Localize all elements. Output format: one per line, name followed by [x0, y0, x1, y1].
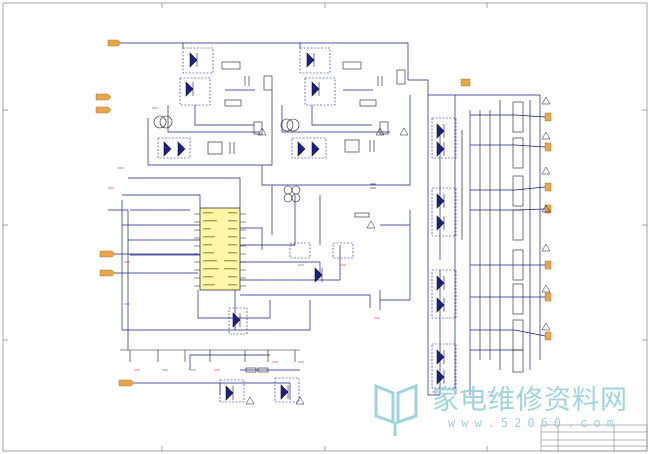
- net-connectors: [95, 39, 552, 387]
- watermark-text: 家电维修资料网: [432, 385, 628, 416]
- title-block: [540, 424, 648, 452]
- watermark-url: www.52060.com: [448, 416, 620, 430]
- open-book-icon: [374, 383, 418, 436]
- driver-block-right: [280, 47, 406, 159]
- center-transformer: [228, 183, 376, 335]
- driver-block-left: [153, 47, 273, 159]
- ground-symbols: [108, 107, 494, 393]
- controller-ic: [194, 207, 246, 291]
- wire-net: [108, 42, 546, 400]
- bottom-drivers: [120, 349, 300, 403]
- ground-markers: [245, 96, 551, 405]
- output-stages: [431, 101, 524, 389]
